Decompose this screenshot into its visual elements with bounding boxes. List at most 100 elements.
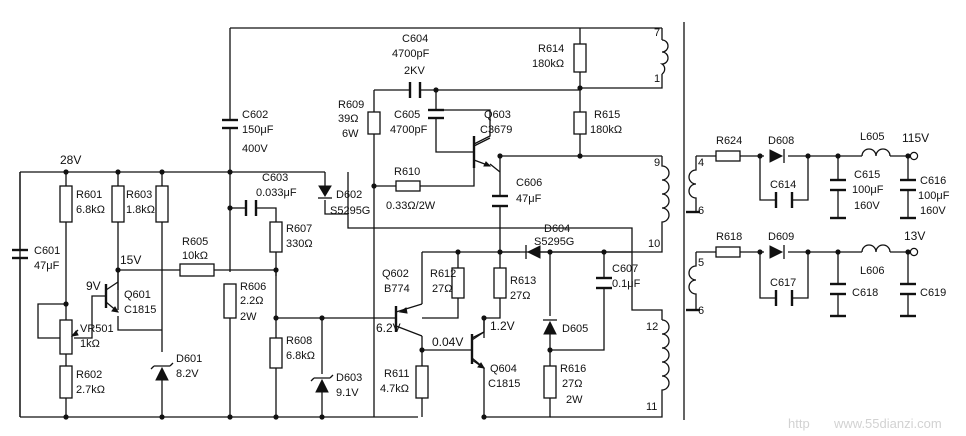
r601-value: 6.8kΩ [76, 204, 105, 216]
junction-dots [63, 85, 911, 420]
diodes [150, 149, 785, 393]
c605-value: 4700pF [390, 124, 428, 136]
pin-7: 7 [654, 27, 660, 39]
r603-ref: R603 [126, 189, 152, 201]
terminal-13v [909, 247, 919, 257]
watermark-left: http [788, 416, 810, 431]
r615-body [573, 111, 587, 135]
r611-value: 4.7kΩ [380, 383, 409, 395]
c614-ref: C614 [770, 179, 796, 191]
r612-body [451, 267, 465, 299]
r611-body [415, 365, 429, 399]
r605-body [179, 263, 215, 277]
c602-ref: C602 [242, 109, 268, 121]
c616-ref: C616 [920, 175, 946, 187]
q602-ref: Q602 [382, 268, 409, 280]
pin-4: 4 [698, 157, 704, 169]
r612-ref: R612 [430, 268, 456, 280]
q601-value: C1815 [124, 304, 156, 316]
wires [19, 22, 912, 420]
r609-value: 39Ω [338, 113, 358, 125]
c616-value: 100μF [918, 190, 950, 202]
c601-ref: C601 [34, 245, 60, 257]
r610-body [395, 180, 421, 192]
r609-ref: R609 [338, 99, 364, 111]
output-13v-label: 13V [904, 229, 925, 243]
c606-value: 47μF [516, 193, 542, 205]
r616-value: 27Ω [562, 378, 582, 390]
r606-rating: 2W [240, 311, 257, 323]
r607-body [269, 221, 283, 253]
r612-value: 27Ω [432, 283, 452, 295]
c602-value: 150μF [242, 124, 274, 136]
pin-6b: 6 [698, 305, 704, 317]
r615-value: 180kΩ [590, 124, 622, 136]
r614-value: 180kΩ [532, 58, 564, 70]
c604-ref: C604 [402, 33, 428, 45]
rail-9v-label: 9V [86, 279, 101, 293]
q604-value: C1815 [488, 378, 520, 390]
d603-value: 9.1V [336, 387, 359, 399]
r610-ref: R610 [394, 166, 420, 178]
c603-ref: C603 [262, 172, 288, 184]
r601-body [59, 185, 73, 223]
watermark-right: www.55dianzi.com [833, 416, 942, 431]
r608-value: 6.8kΩ [286, 350, 315, 362]
r-right-body [155, 185, 169, 223]
r624-body [715, 150, 741, 162]
r607-value: 330Ω [286, 238, 313, 250]
q602-value: B774 [384, 283, 410, 295]
c617-ref: C617 [770, 277, 796, 289]
r607-ref: R607 [286, 223, 312, 235]
d605-ref: D605 [562, 323, 588, 335]
ground-bars [686, 210, 916, 318]
r618-body [715, 246, 741, 258]
r615-ref: R615 [594, 109, 620, 121]
r611-ref: R611 [384, 368, 409, 380]
r616-ref: R616 [560, 363, 586, 375]
c607-ref: C607 [612, 263, 638, 275]
r605-ref: R605 [182, 236, 208, 248]
pin-1: 1 [654, 73, 660, 85]
pin-10: 10 [648, 238, 660, 250]
c604-rating: 2KV [404, 65, 425, 77]
r624-ref: R624 [716, 135, 742, 147]
windings [659, 39, 891, 396]
r606-value: 2.2Ω [240, 295, 264, 307]
d602-value: S5295G [330, 205, 370, 217]
resistors [59, 43, 741, 399]
r606-ref: R606 [240, 281, 266, 293]
c615-value: 100μF [852, 184, 884, 196]
terminal-115v [909, 151, 919, 161]
r606-body [223, 283, 237, 319]
r613-value: 27Ω [510, 290, 530, 302]
r609-rating: 6W [342, 128, 359, 140]
pin-6a: 6 [698, 205, 704, 217]
r603-body [111, 185, 125, 223]
r616-body [543, 365, 557, 399]
transistors [104, 136, 492, 369]
node-q604-base-label: 0.04V [432, 335, 463, 349]
r608-ref: R608 [286, 335, 312, 347]
q601-ref: Q601 [124, 289, 151, 301]
c607-value: 0.1μF [612, 278, 641, 290]
c615-rating: 160V [854, 200, 880, 212]
c605-ref: C605 [394, 109, 420, 121]
output-115v-label: 115V [902, 131, 929, 145]
d602-ref: D602 [336, 189, 362, 201]
r614-ref: R614 [538, 43, 564, 55]
labels: 28V 15V 9V 6.2V 0.04V 1.2V C601 47μF R60… [34, 27, 950, 431]
q603-value: C3679 [480, 124, 512, 136]
pin-5: 5 [698, 257, 704, 269]
capacitors [12, 82, 916, 306]
pin-11: 11 [646, 401, 657, 413]
r609-body [367, 111, 381, 135]
r614-body [573, 43, 587, 73]
q603-ref: Q603 [484, 109, 511, 121]
d604-value: S5295G [534, 236, 574, 248]
pin-9: 9 [654, 157, 660, 169]
q604-ref: Q604 [490, 363, 517, 375]
pin-12: 12 [646, 321, 658, 333]
d608-ref: D608 [768, 135, 794, 147]
